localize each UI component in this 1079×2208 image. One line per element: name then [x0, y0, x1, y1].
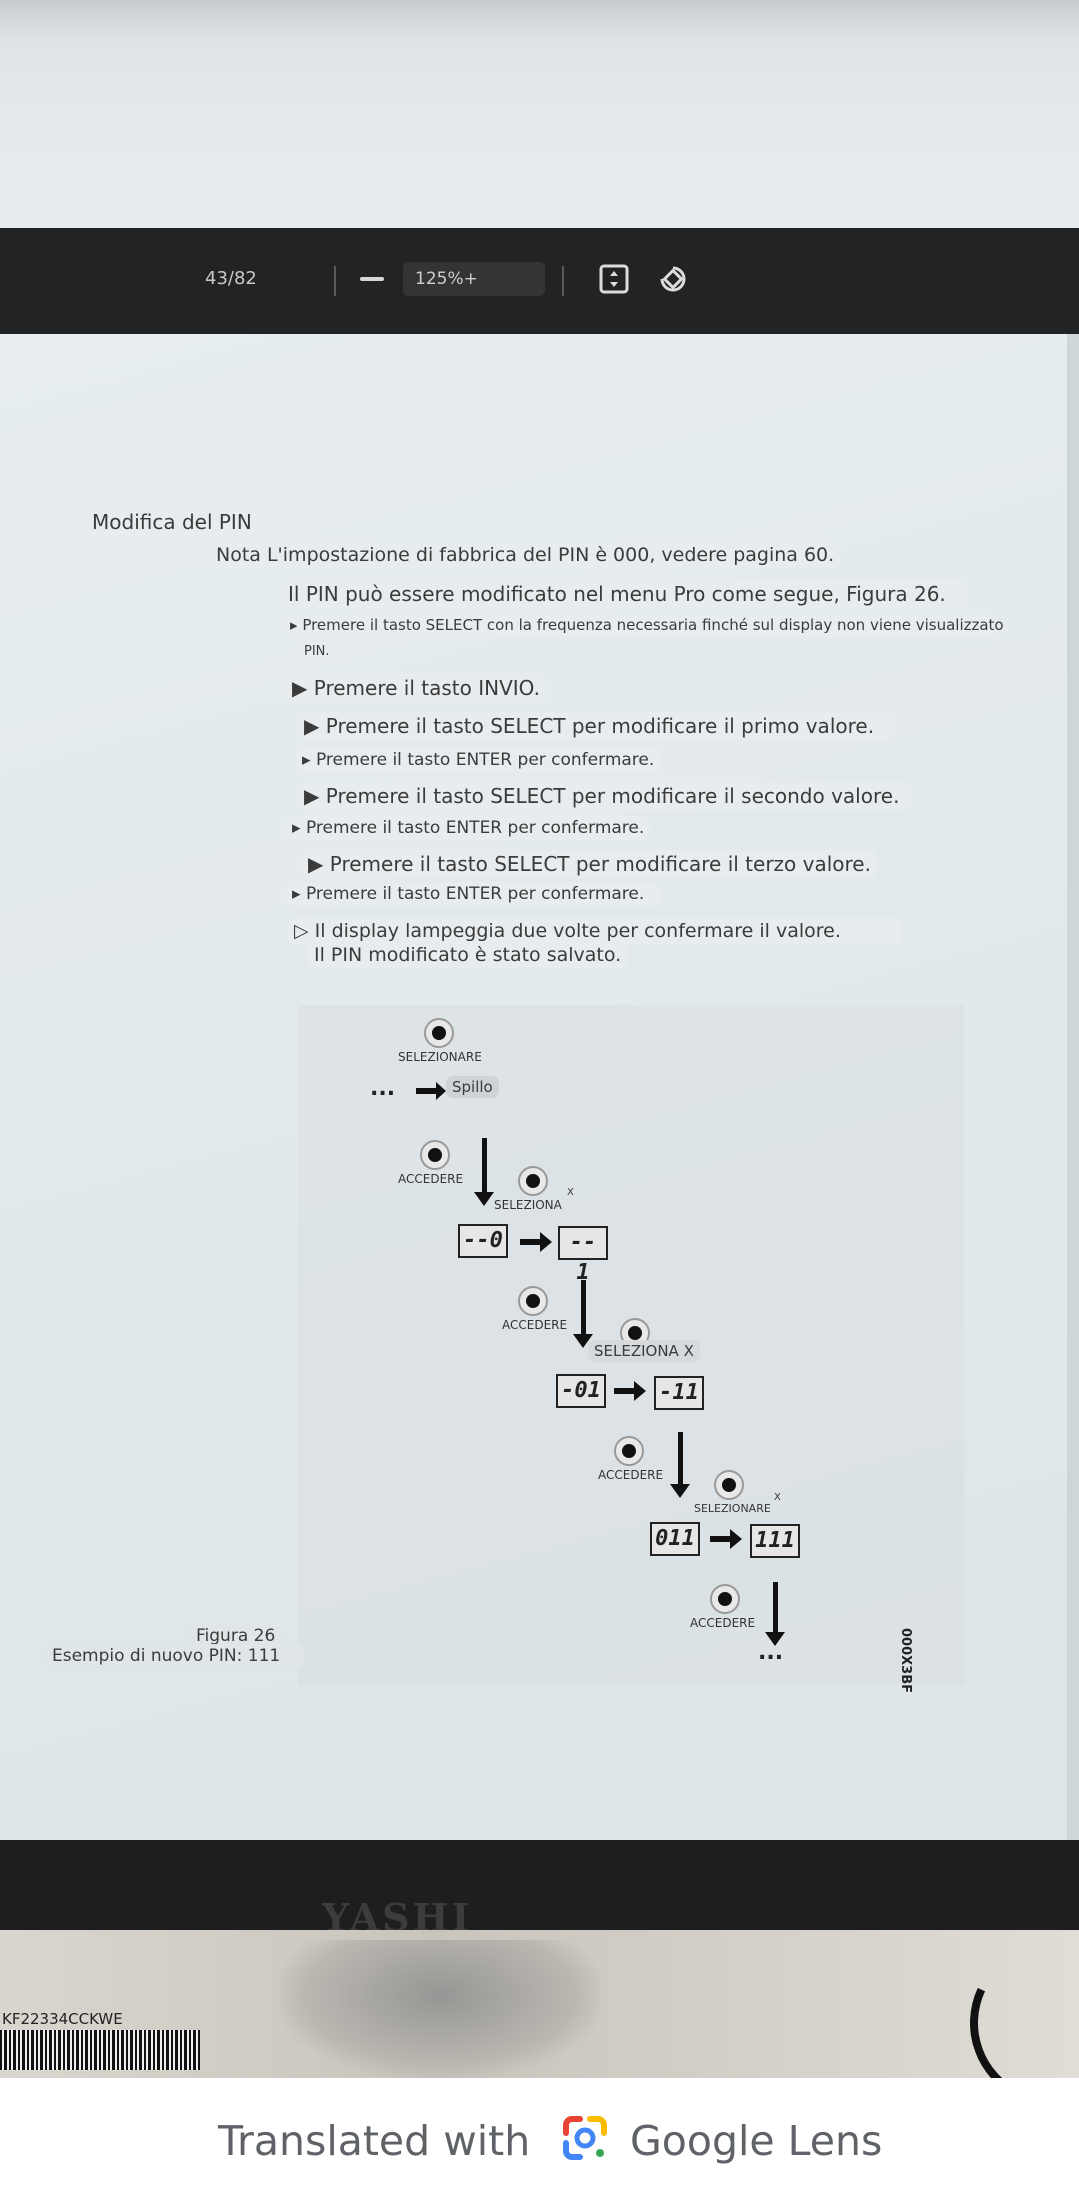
display-readout: 111 [750, 1524, 800, 1558]
step-text: Premere il tasto ENTER per confermare. [315, 750, 655, 770]
enter-knob-icon [710, 1584, 740, 1614]
select-label: SELEZIONARE [694, 1502, 771, 1515]
step-item: ▶ Premere il tasto INVIO. [286, 674, 546, 702]
enter-label: ACCEDERE [398, 1172, 464, 1186]
select-knob-icon [518, 1166, 548, 1196]
display-readout: -- 1 [558, 1226, 608, 1285]
step-text: Premere il tasto SELECT per modificare i… [325, 714, 875, 738]
step-text: Premere il tasto SELECT con la frequenza… [302, 616, 1004, 634]
step-text: Premere il tasto ENTER per confermare. [305, 818, 645, 838]
display-readout: 011 [650, 1522, 700, 1556]
select-label: SELEZIONA X [588, 1340, 700, 1362]
enter-knob-icon [420, 1140, 450, 1170]
enter-label: ACCEDERE [690, 1616, 756, 1630]
step-item: ▸ Premere il tasto ENTER per confermare. [296, 748, 661, 772]
barcode [0, 2030, 200, 2070]
select-knob-icon [424, 1018, 454, 1048]
intro-text: Il PIN può essere modificato nel menu Pr… [282, 580, 966, 608]
step-item: ▸ Premere il tasto SELECT con la frequen… [284, 614, 1004, 636]
step-item: ▸ Premere il tasto ENTER per confermare. [286, 882, 661, 906]
display-readout: -01 [556, 1374, 606, 1408]
multiplier-label: X [567, 1187, 574, 1198]
monitor-bezel [0, 1840, 1079, 1930]
step-item-continuation: PIN. [298, 642, 336, 661]
ellipsis: ... [370, 1076, 396, 1101]
figure-code: 000X3BF [898, 1628, 913, 1693]
rotate-icon[interactable] [656, 262, 690, 296]
select-label: SELEZIONA [494, 1198, 562, 1212]
pin-menu-label: Spillo [446, 1076, 499, 1098]
step-text: Premere il tasto SELECT per modificare i… [325, 784, 900, 808]
google-lens-brand: Google Lens [630, 2117, 883, 2165]
step-item: ▶ Premere il tasto SELECT per modificare… [302, 850, 877, 878]
display-readout: -11 [654, 1376, 704, 1410]
enter-label: ACCEDERE [502, 1318, 568, 1332]
enter-label: ACCEDERE [598, 1468, 664, 1482]
fit-page-icon[interactable] [598, 263, 630, 295]
google-lens-icon [563, 2116, 607, 2160]
step-result: Il PIN modificato è stato salvato. [308, 942, 628, 968]
step-text: Premere il tasto INVIO. [313, 676, 540, 700]
select-label: SELEZIONARE [398, 1050, 482, 1064]
multiplier-label: X [774, 1492, 781, 1503]
screen-top-area [0, 0, 1079, 228]
enter-knob-icon [518, 1286, 548, 1316]
select-knob-icon [714, 1470, 744, 1500]
display-readout: --0 [458, 1224, 508, 1258]
translated-with-text: Translated with [218, 2117, 531, 2165]
step-text: Il display lampeggia due volte per confe… [314, 920, 841, 942]
zoom-out-button[interactable] [360, 277, 384, 281]
step-item: ▷ Il display lampeggia due volte per con… [288, 918, 901, 944]
lens-attribution-bar [0, 2078, 1079, 2208]
figure-caption-text: Esempio di nuovo PIN: 111 [46, 1644, 305, 1668]
toolbar-divider [562, 266, 564, 296]
ellipsis: ... [758, 1640, 784, 1665]
barcode-label: KF22334CCKWE [2, 2010, 123, 2028]
plastic-bag [280, 1940, 600, 2078]
step-item: ▸ Premere il tasto ENTER per confermare. [286, 816, 651, 840]
step-text: Premere il tasto SELECT per modificare i… [329, 852, 871, 876]
zoom-level-field[interactable]: 125%+ [403, 262, 545, 296]
page-indicator: 43/82 [205, 268, 257, 289]
step-item: ▶ Premere il tasto SELECT per modificare… [298, 782, 912, 810]
toolbar-divider [334, 266, 336, 296]
step-text: Premere il tasto ENTER per confermare. [305, 884, 645, 904]
section-heading: Modifica del PIN [86, 508, 258, 536]
enter-knob-icon [614, 1436, 644, 1466]
step-item: ▶ Premere il tasto SELECT per modificare… [298, 712, 891, 740]
note-text: Nota L'impostazione di fabbrica del PIN … [210, 542, 841, 568]
